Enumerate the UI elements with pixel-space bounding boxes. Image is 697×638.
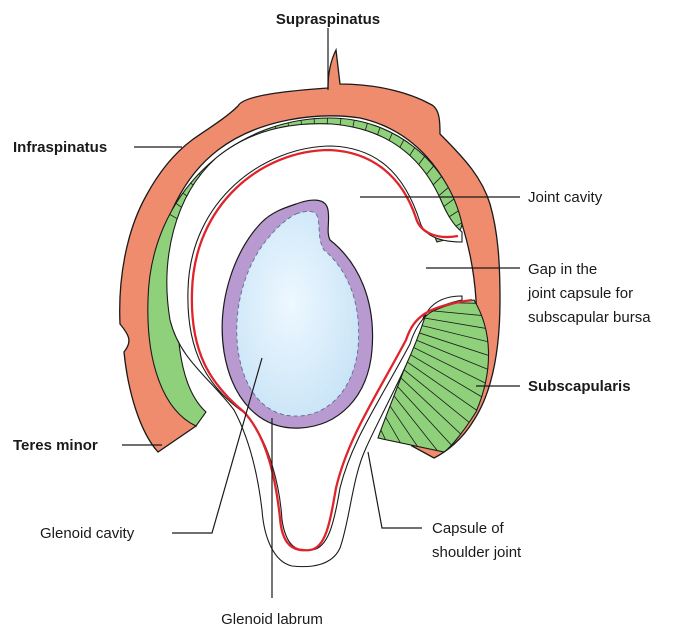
leader-capsule — [368, 452, 422, 528]
label-supraspinatus: Supraspinatus — [276, 11, 380, 28]
label-glenoid-labrum: Glenoid labrum — [221, 611, 323, 628]
label-joint-cavity: Joint cavity — [528, 189, 603, 206]
label-gap-line1: Gap in the — [528, 261, 597, 278]
label-gap-line3: subscapular bursa — [528, 309, 651, 326]
label-infraspinatus: Infraspinatus — [13, 139, 107, 156]
label-gap-line2: joint capsule for — [527, 285, 633, 302]
label-teres-minor: Teres minor — [13, 437, 98, 454]
label-capsule-line2: shoulder joint — [432, 544, 522, 561]
label-glenoid-cavity: Glenoid cavity — [40, 525, 135, 542]
label-capsule-line1: Capsule of — [432, 520, 505, 537]
label-subscapularis: Subscapularis — [528, 378, 631, 395]
